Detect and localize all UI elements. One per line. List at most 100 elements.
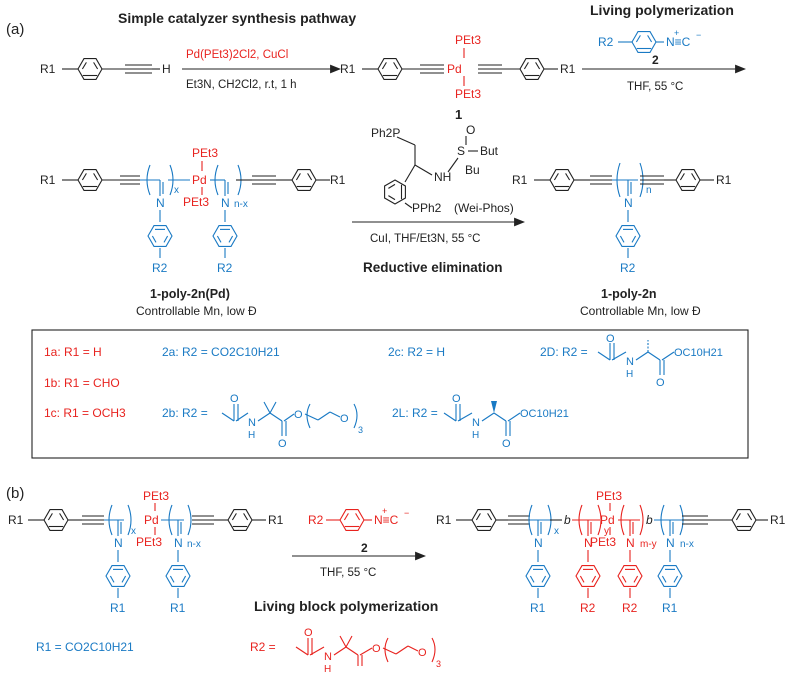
- panel-a-label: (a): [6, 21, 24, 38]
- svg-text:Living block polymerization: Living block polymerization: [254, 598, 438, 614]
- svg-text:H: H: [324, 664, 331, 674]
- svg-text:PEt3: PEt3: [596, 489, 622, 503]
- svg-text:O: O: [278, 438, 287, 450]
- arrow-step-2: R2 N≡C + − 2 THF, 55 °C: [582, 28, 747, 93]
- svg-text:R1: R1: [268, 513, 284, 527]
- svg-text:N: N: [626, 356, 634, 368]
- svg-text:N: N: [114, 536, 123, 550]
- svg-text:x: x: [131, 526, 136, 537]
- svg-text:OC10H21: OC10H21: [520, 408, 569, 420]
- svg-text:R1: R1: [170, 601, 186, 615]
- svg-text:THF, 55 °C: THF, 55 °C: [627, 81, 683, 93]
- legend-1c: 1c: R1 = OCH3: [44, 406, 126, 420]
- svg-text:N: N: [534, 536, 543, 550]
- legend-2L: 2L: R2 =: [392, 406, 438, 420]
- svg-text:y: y: [604, 526, 609, 537]
- svg-text:R1: R1: [436, 513, 452, 527]
- svg-text:Pd: Pd: [600, 513, 615, 527]
- wei-phos-ligand: Ph2P NH S O But Bu PPh2 (Wei-Phos): [371, 123, 514, 215]
- svg-text:n-x: n-x: [680, 539, 694, 550]
- svg-text:O: O: [304, 627, 313, 639]
- svg-text:1-poly-2n: 1-poly-2n: [601, 287, 657, 301]
- svg-text:O: O: [340, 413, 349, 425]
- svg-text:Ph2P: Ph2P: [371, 126, 400, 140]
- panel-b-r2-definition: R2 =: [250, 640, 276, 654]
- svg-text:b: b: [564, 513, 571, 527]
- legend-2b-structure: O N H O O O 3: [221, 393, 363, 450]
- svg-text:Pd(PEt3)2Cl2, CuCl: Pd(PEt3)2Cl2, CuCl: [186, 49, 288, 61]
- svg-text:R2: R2: [620, 261, 636, 275]
- substituent-legend-box: 1a: R1 = H 1b: R1 = CHO 1c: R1 = OCH3 2a…: [31, 329, 749, 459]
- svg-text:But: But: [480, 144, 499, 158]
- panel-a-heading-left: Simple catalyzer synthesis pathway: [118, 10, 356, 26]
- svg-text:Et3N, CH2Cl2, r.t, 1 h: Et3N, CH2Cl2, r.t, 1 h: [186, 79, 297, 91]
- svg-text:H: H: [248, 430, 255, 441]
- svg-text:R2: R2: [622, 601, 638, 615]
- svg-text:H: H: [162, 62, 171, 76]
- svg-text:N: N: [626, 536, 635, 550]
- legend-2c: 2c: R2 = H: [388, 345, 445, 359]
- svg-text:PEt3: PEt3: [143, 489, 169, 503]
- svg-text:Pd: Pd: [447, 62, 462, 76]
- svg-text:x: x: [554, 526, 559, 537]
- svg-text:O: O: [656, 377, 665, 389]
- polymer-pd-a: R1 x N R2 PEt3 Pd PEt3 N n-x R2: [40, 146, 346, 318]
- svg-text:S: S: [457, 144, 465, 158]
- svg-text:Reductive elimination: Reductive elimination: [363, 260, 503, 275]
- svg-text:NH: NH: [434, 170, 451, 184]
- svg-text:R1: R1: [770, 513, 786, 527]
- svg-text:O: O: [418, 647, 427, 659]
- svg-text:N≡C: N≡C: [374, 513, 399, 527]
- svg-text:H: H: [626, 369, 633, 380]
- svg-text:Pd: Pd: [192, 173, 207, 187]
- svg-text:N: N: [584, 536, 593, 550]
- svg-text:R2: R2: [580, 601, 596, 615]
- svg-text:x: x: [174, 185, 179, 196]
- svg-text:N: N: [666, 536, 675, 550]
- legend-2a: 2a: R2 = CO2C10H21: [162, 345, 280, 359]
- svg-text:O: O: [372, 643, 381, 655]
- svg-text:(Wei-Phos): (Wei-Phos): [454, 201, 514, 215]
- svg-text:3: 3: [358, 425, 363, 435]
- legend-2L-structure: O N H O OC10H21: [443, 393, 569, 450]
- svg-text:O: O: [466, 123, 475, 137]
- svg-text:R1: R1: [560, 62, 576, 76]
- arrow-step-3: CuI, THF/Et3N, 55 °C Reductive eliminati…: [352, 217, 526, 275]
- svg-text:R1: R1: [110, 601, 126, 615]
- svg-text:R1: R1: [662, 601, 678, 615]
- svg-text:n-x: n-x: [234, 199, 248, 210]
- svg-text:PEt3: PEt3: [183, 195, 209, 209]
- legend-2b: 2b: R2 =: [162, 406, 208, 420]
- svg-text:n: n: [646, 185, 652, 196]
- svg-text:O: O: [452, 393, 461, 405]
- panel-b-label: (b): [6, 485, 24, 502]
- svg-text:OC10H21: OC10H21: [674, 347, 723, 359]
- svg-text:m-y: m-y: [640, 539, 657, 550]
- svg-text:PEt3: PEt3: [455, 33, 481, 47]
- panel-b-r1-definition: R1 = CO2C10H21: [36, 640, 134, 654]
- svg-text:THF, 55 °C: THF, 55 °C: [320, 567, 376, 579]
- svg-text:1-poly-2n(Pd): 1-poly-2n(Pd): [150, 287, 230, 301]
- svg-text:O: O: [294, 409, 303, 421]
- legend-2D-structure: O N H O OC10H21: [597, 333, 723, 389]
- svg-text:O: O: [230, 393, 239, 405]
- svg-text:N: N: [324, 651, 332, 663]
- svg-text:N≡C: N≡C: [666, 35, 691, 49]
- legend-1b: 1b: R1 = CHO: [44, 376, 120, 390]
- svg-text:PEt3: PEt3: [455, 87, 481, 101]
- legend-1a: 1a: R1 = H: [44, 345, 102, 359]
- svg-text:CuI, THF/Et3N, 55 °C: CuI, THF/Et3N, 55 °C: [370, 233, 480, 245]
- polymer-pd-b-start: R1 x N R1 PEt3 Pd PEt3 N n-x R1: [8, 489, 284, 615]
- svg-text:Pd: Pd: [144, 513, 159, 527]
- arrow-block-polymerization: R2 N≡C + − 2 THF, 55 °C Living block pol…: [254, 506, 438, 614]
- svg-text:N: N: [156, 196, 165, 210]
- arrow-step-1: Pd(PEt3)2Cl2, CuCl Et3N, CH2Cl2, r.t, 1 …: [182, 49, 342, 91]
- polymer-product-a: R1 n R1 N R2 1-poly-2n Controllable Mn, …: [512, 162, 732, 318]
- svg-text:R1: R1: [40, 62, 56, 76]
- catalyst-1: R1 PEt3 Pd PEt3 R1 1: [340, 33, 576, 122]
- svg-text:2: 2: [652, 53, 659, 67]
- svg-text:R1: R1: [716, 173, 732, 187]
- svg-text:R1: R1: [330, 173, 346, 187]
- svg-text:Controllable Mn, low Đ: Controllable Mn, low Đ: [580, 304, 701, 318]
